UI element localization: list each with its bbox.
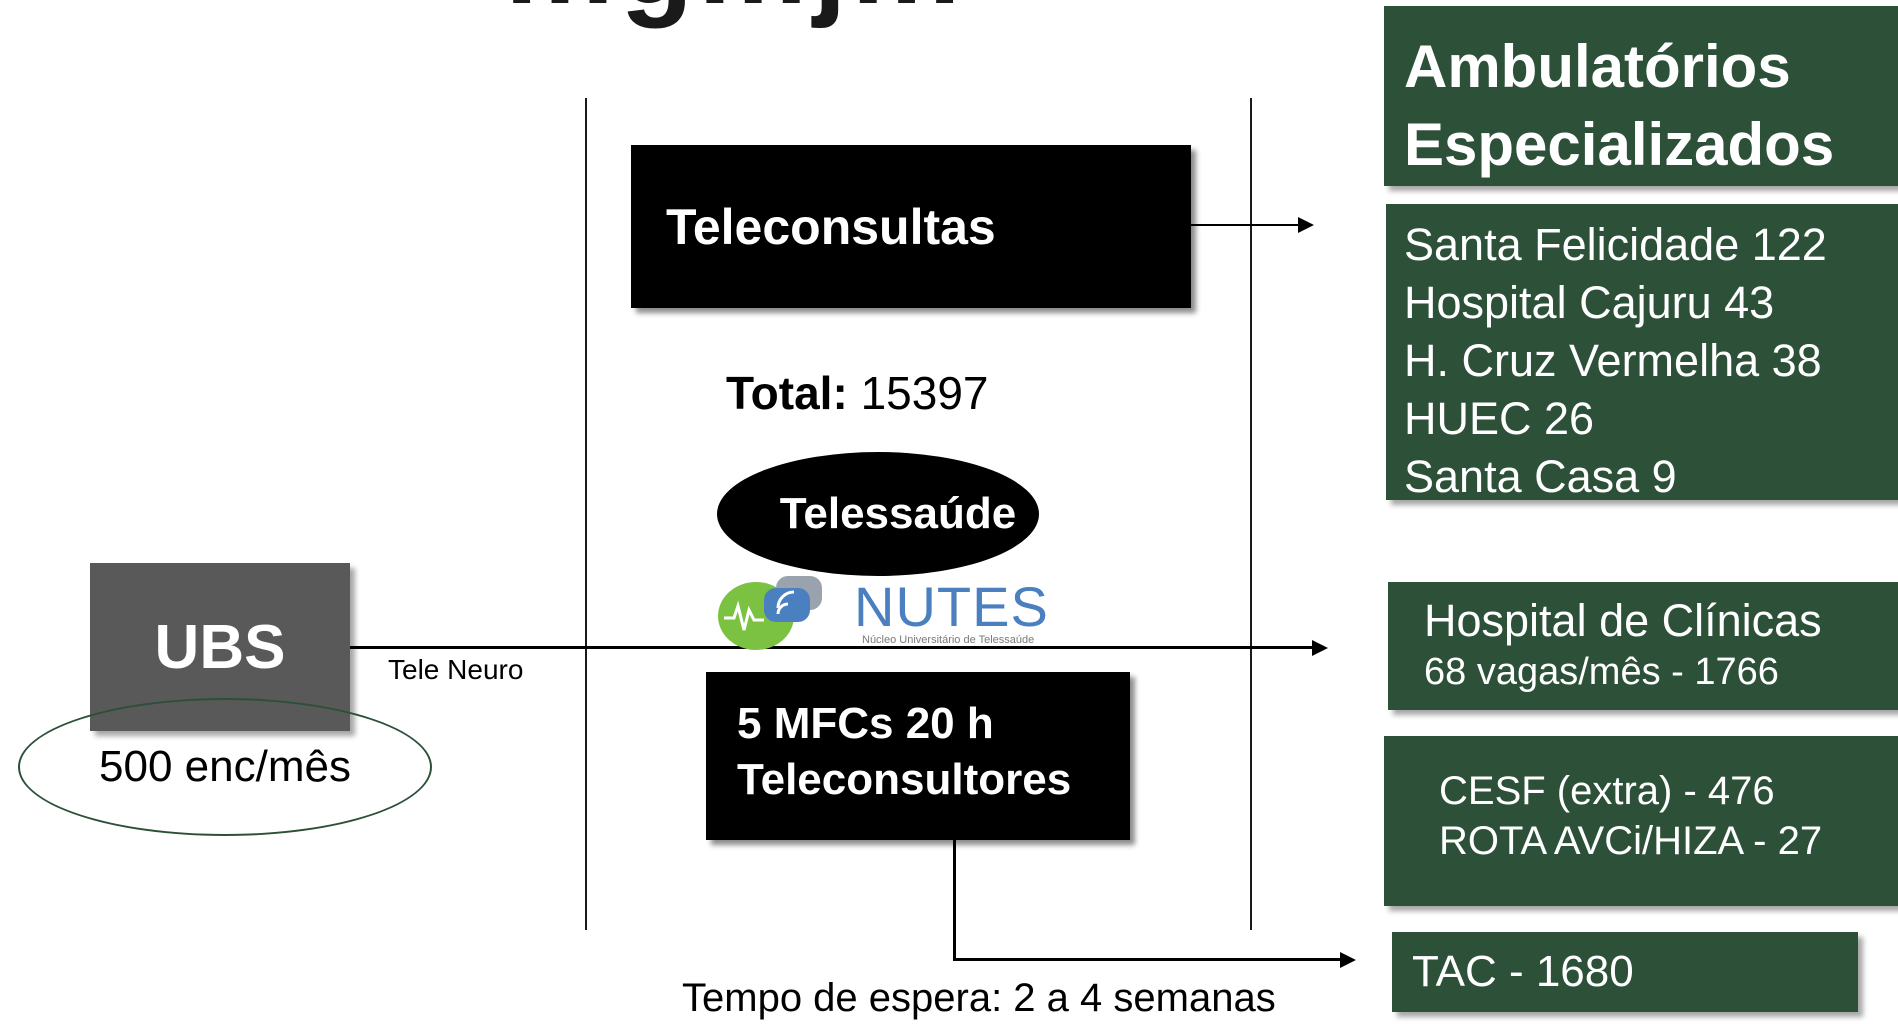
total-text: Total: 15397 [726,366,989,420]
nutes-logo: NUTES Núcleo Universitário de Telessaúde [716,570,1049,652]
cesf-box: CESF (extra) - 476 ROTA AVCi/HIZA - 27 [1384,736,1898,906]
ubs-volume: 500 enc/mês [99,742,351,791]
total-value: 15397 [860,367,989,419]
teleconsultas-label: Teleconsultas [666,198,996,255]
divider-left [585,98,587,930]
ambulatorio-item: Hospital Cajuru 43 [1404,277,1775,328]
hospital-clinicas-box: Hospital de Clínicas 68 vagas/mês - 1766 [1388,582,1898,710]
ambulatorios-header: Ambulatórios Especializados [1384,6,1898,186]
tac-arrow-line [953,958,1341,961]
telessaude-ellipse: Telessaúde [717,452,1039,576]
teleconsultores-down-line [953,840,956,960]
ambulatorio-item: H. Cruz Vermelha 38 [1404,335,1822,386]
teleconsultas-box: Teleconsultas [631,145,1191,308]
nutes-logo-icon [718,576,822,650]
tele-neuro-label: Tele Neuro [388,654,524,685]
telessaude-label: Telessaúde [779,489,1017,538]
nutes-name: NUTES [854,575,1049,638]
total-label: Total: [726,367,848,419]
ubs-label: UBS [154,612,286,682]
teleconsultores-line2: Teleconsultores [737,755,1072,804]
teleconsultores-line1: 5 MFCs 20 h [737,699,994,748]
cesf-line1: CESF (extra) - 476 [1439,769,1775,813]
hc-line1: Hospital de Clínicas [1424,595,1822,646]
arrow-to-tac [1340,952,1356,968]
divider-right [1250,98,1252,930]
wait-time: Tempo de espera: 2 a 4 semanas [682,976,1276,1020]
ambulatorios-title-line1: Ambulatórios [1404,33,1791,100]
tac-box: TAC - 1680 [1392,932,1858,1012]
slide-title-fragment: …g…j… [500,0,967,22]
ambulatorio-item: Santa Casa 9 [1404,451,1677,502]
nutes-subtitle: Núcleo Universitário de Telessaúde [862,634,1035,646]
ambulatorio-item: HUEC 26 [1404,393,1595,444]
teleconsultas-arrow-line [1191,224,1299,226]
cesf-line2: ROTA AVCi/HIZA - 27 [1439,819,1823,863]
arrow-to-ambulatorios [1298,217,1314,233]
tac-label: TAC - 1680 [1412,947,1634,996]
ambulatorios-list: Santa Felicidade 122 Hospital Cajuru 43 … [1386,204,1898,502]
teleconsultores-box: 5 MFCs 20 h Teleconsultores [706,672,1130,840]
ambulatorios-title-line2: Especializados [1404,111,1835,178]
tele-neuro-line [350,646,1313,649]
ambulatorio-item: Santa Felicidade 122 [1404,219,1827,270]
hc-line2: 68 vagas/mês - 1766 [1424,651,1779,693]
arrow-to-hc [1312,640,1328,656]
ubs-volume-ellipse: 500 enc/mês [18,698,432,836]
